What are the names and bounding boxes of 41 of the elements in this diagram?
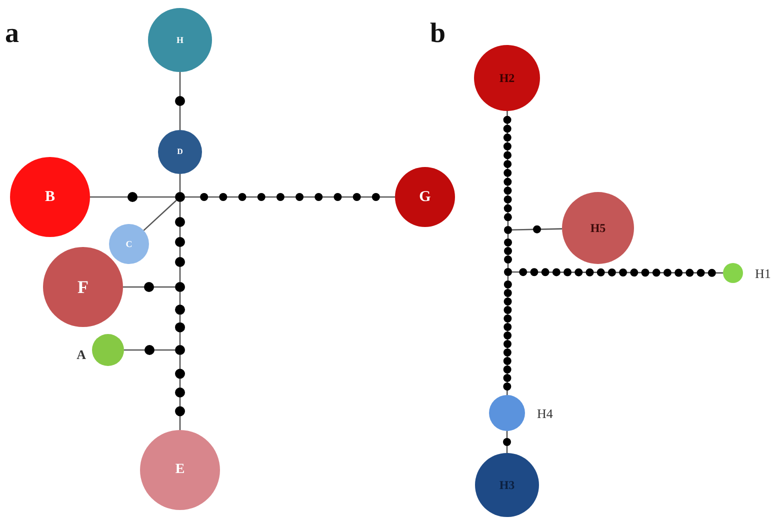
connector-line xyxy=(185,196,395,198)
connector-line xyxy=(512,271,723,274)
connector-line xyxy=(507,234,509,268)
panel-label: a xyxy=(5,20,19,48)
haplotype-label: G xyxy=(419,190,431,204)
median-vector-dot xyxy=(175,192,185,202)
haplotype-label: H4 xyxy=(537,407,553,420)
haplotype-label: E xyxy=(175,463,185,477)
haplotype-circle xyxy=(723,263,743,283)
connector-line xyxy=(506,276,509,395)
haplotype-label: A xyxy=(76,348,86,361)
haplotype-circle xyxy=(109,224,149,264)
connector-line xyxy=(123,286,175,288)
haplotype-label: H5 xyxy=(590,222,606,234)
panel-label: b xyxy=(430,20,446,48)
connector-line xyxy=(179,174,181,192)
connector-line xyxy=(179,292,181,345)
haplotype-label: D xyxy=(177,148,183,156)
haplotype-circle xyxy=(489,395,525,431)
haplotype-label: H3 xyxy=(499,479,515,491)
connector-line xyxy=(179,72,181,130)
haplotype-label: H2 xyxy=(499,72,515,84)
median-vector-dot xyxy=(504,226,512,234)
connector-line xyxy=(506,431,508,453)
haplotype-label: F xyxy=(78,278,88,296)
connector-line xyxy=(90,196,175,198)
haplotype-label: C xyxy=(126,240,132,248)
connector-line xyxy=(124,349,175,351)
connector-line xyxy=(506,111,509,226)
haplotype-label: B xyxy=(44,190,55,204)
haplotype-circle xyxy=(92,334,124,366)
connector-line xyxy=(179,202,181,282)
connector-line xyxy=(512,228,562,231)
connector-line xyxy=(179,355,181,430)
median-vector-dot xyxy=(504,268,512,276)
haplotype-circle xyxy=(158,130,202,174)
median-vector-dot xyxy=(175,282,185,292)
haplotype-label: H1 xyxy=(755,267,771,280)
connector-line xyxy=(143,200,177,231)
haplotype-label: H xyxy=(176,36,184,44)
median-vector-dot xyxy=(175,345,185,355)
